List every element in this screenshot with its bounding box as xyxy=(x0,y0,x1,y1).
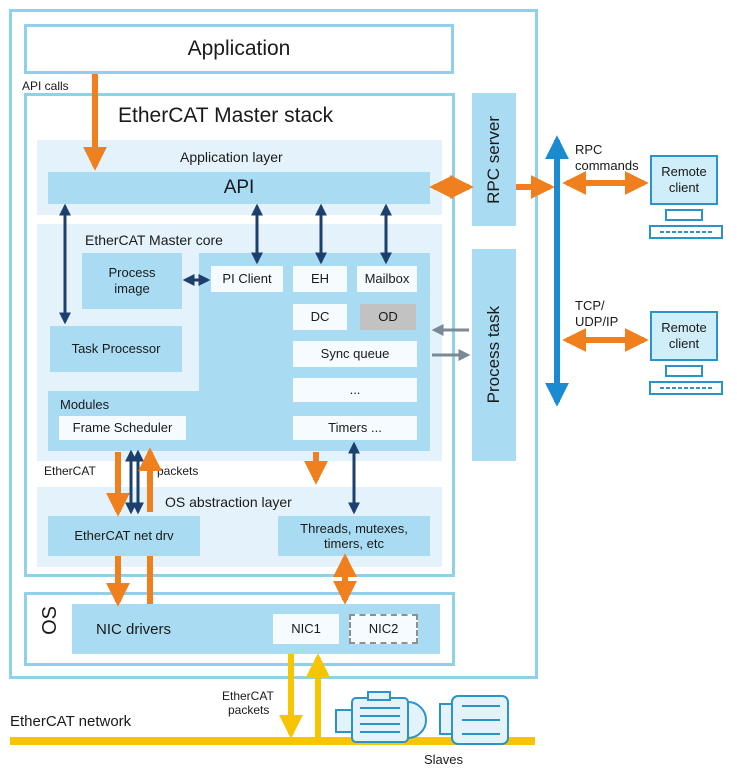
rpc-server-label: RPC server xyxy=(484,115,503,204)
ethercat-packets-line1: EtherCAT xyxy=(222,689,274,703)
ethercat-network-label: EtherCAT network xyxy=(10,713,132,730)
slaves-label: Slaves xyxy=(424,752,464,767)
application-box: Application xyxy=(24,24,454,74)
os-label: OS xyxy=(39,606,61,635)
remote-client-1: Remote client xyxy=(650,155,718,205)
ethercat-packets-line2: packets xyxy=(228,703,270,717)
remote-client-2-label: Remote client xyxy=(661,320,707,351)
nic2-box: NIC2 xyxy=(349,614,418,644)
timers-label: Timers ... xyxy=(328,420,382,435)
mailbox-label: Mailbox xyxy=(364,271,410,286)
os-abstraction-label: OS abstraction layer xyxy=(165,494,292,510)
frame-scheduler-box: Frame Scheduler xyxy=(59,416,186,440)
ethercat-net-drv-label: EtherCAT net drv xyxy=(74,528,174,543)
process-task-box: Process task xyxy=(472,249,516,461)
api-label: API xyxy=(223,177,255,198)
ethercat-label: EtherCAT xyxy=(44,464,96,478)
sync-queue-box: Sync queue xyxy=(293,341,417,367)
slave-motor-2 xyxy=(439,695,509,745)
pi-client-box: PI Client xyxy=(211,266,283,292)
timers-box: Timers ... xyxy=(293,416,417,440)
packets-label: packets xyxy=(157,464,199,478)
slave-motor-1 xyxy=(335,691,427,743)
threads-label: Threads, mutexes, timers, etc xyxy=(300,521,408,551)
threads-box: Threads, mutexes, timers, etc xyxy=(278,516,430,556)
eh-box: EH xyxy=(293,266,347,292)
application-layer-label: Application layer xyxy=(180,149,283,165)
process-image-box: Process image xyxy=(82,253,182,309)
eh-label: EH xyxy=(310,271,330,286)
rpc-commands-line1: RPC xyxy=(575,142,603,157)
sync-queue-label: Sync queue xyxy=(320,346,390,361)
modules-label: Modules xyxy=(60,397,110,412)
nic1-label: NIC1 xyxy=(291,621,321,636)
dc-box: DC xyxy=(293,304,347,330)
ethercat-net-drv-box: EtherCAT net drv xyxy=(48,516,200,556)
od-label: OD xyxy=(378,309,398,324)
monitor-2-base xyxy=(649,365,723,395)
ellipsis-box: ... xyxy=(293,378,417,402)
rpc-commands-line2: commands xyxy=(575,158,639,173)
task-processor-box: Task Processor xyxy=(50,326,182,372)
application-label: Application xyxy=(187,37,291,60)
nic-drivers-label: NIC drivers xyxy=(96,621,172,638)
task-processor-label: Task Processor xyxy=(71,341,161,356)
dc-label: DC xyxy=(310,309,330,324)
od-box: OD xyxy=(360,304,416,330)
api-calls-label: API calls xyxy=(22,79,69,93)
master-core-label: EtherCAT Master core xyxy=(85,232,223,248)
frame-scheduler-label: Frame Scheduler xyxy=(72,420,173,435)
pi-client-label: PI Client xyxy=(222,271,272,286)
process-task-label: Process task xyxy=(484,306,503,404)
nic1-box: NIC1 xyxy=(273,614,339,644)
remote-client-2: Remote client xyxy=(650,311,718,361)
process-image-label: Process image xyxy=(108,265,156,296)
nic2-label: NIC2 xyxy=(368,621,399,636)
tcp-line2: UDP/IP xyxy=(575,314,619,329)
api-box: API xyxy=(48,172,430,204)
rpc-server-box: RPC server xyxy=(472,93,516,226)
tcp-line1: TCP/ xyxy=(575,298,605,313)
ellipsis-label: ... xyxy=(349,382,361,397)
mailbox-box: Mailbox xyxy=(357,266,417,292)
monitor-1-base xyxy=(649,209,723,239)
master-stack-title: EtherCAT Master stack xyxy=(118,104,334,127)
remote-client-1-label: Remote client xyxy=(661,164,707,195)
